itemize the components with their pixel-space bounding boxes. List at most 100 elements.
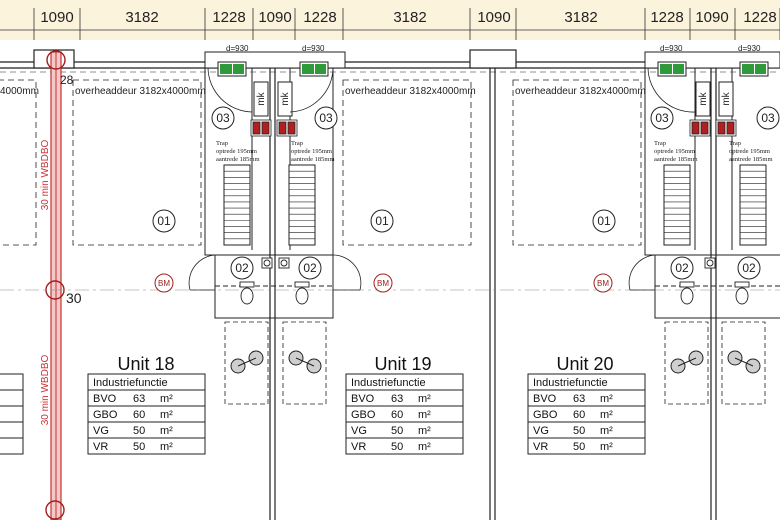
room-code: 01 (597, 214, 611, 228)
area-value: 50 (573, 425, 585, 437)
dim-9: 1228 (650, 9, 683, 26)
dim-6: 3182 (393, 9, 426, 26)
area-code: BVO (351, 393, 375, 405)
area-code: VG (93, 425, 109, 437)
overhead-door-label: overheaddeur 3182x4000mm (515, 86, 646, 97)
area-value: 63 (391, 393, 403, 405)
area-code: GBO (533, 409, 558, 421)
area-value: 63 (573, 393, 585, 405)
unit-title: Unit 18 (117, 354, 174, 374)
partial-unit-table (0, 373, 24, 455)
area-unit: m² (160, 425, 173, 437)
overhead-door-label: 4000mm (0, 86, 39, 97)
extinguisher-icon (689, 119, 711, 137)
door-width-1: d=930 (226, 44, 249, 53)
unit-title: Unit 20 (556, 354, 613, 374)
extinguisher-icon (276, 119, 298, 137)
extinguisher-icon (250, 119, 272, 137)
stair-note: aantrede 185mm (654, 156, 698, 163)
unit-function: Industriefunctie (533, 377, 608, 389)
meter-cabinet-label: mk (280, 91, 291, 105)
overhead-door-zones (0, 79, 642, 246)
area-code: GBO (93, 409, 118, 421)
area-code: VR (351, 441, 366, 453)
bike-parking (224, 321, 766, 405)
toilet-icon (734, 281, 750, 305)
sink-icon (261, 257, 273, 269)
fire-rating-label: 30 min WBDBO (40, 139, 51, 210)
toilet-icon (294, 281, 310, 305)
room-code: 02 (742, 261, 756, 275)
bicycle-icon (727, 350, 761, 374)
area-code: VG (533, 425, 549, 437)
dim-3: 1228 (212, 9, 245, 26)
stair-note: aantrede 185mm (729, 156, 773, 163)
stair-note: optrede 195mm (654, 148, 695, 155)
room-code: 03 (655, 111, 669, 125)
dim-4: 1090 (258, 9, 291, 26)
unit-area-table (345, 373, 464, 455)
area-value: 50 (133, 441, 145, 453)
toilet-icon (679, 281, 695, 305)
unit-function: Industriefunctie (351, 377, 426, 389)
unit-area-table (527, 373, 646, 455)
stair-note: Trap (729, 140, 741, 147)
room-tags (152, 106, 780, 280)
area-unit: m² (600, 393, 613, 405)
area-unit: m² (160, 393, 173, 405)
dimension-band (0, 0, 780, 40)
room-code: 02 (235, 261, 249, 275)
room-code: 01 (375, 214, 389, 228)
bm-markers (154, 273, 613, 293)
stair-note: aantrede 185mm (291, 156, 335, 163)
grid-label: 28 (60, 73, 74, 87)
unit-function: Industriefunctie (93, 377, 168, 389)
bicycle-icon (670, 350, 704, 374)
area-value: 60 (133, 409, 145, 421)
area-unit: m² (418, 441, 431, 453)
overhead-door-label: overheaddeur 3182x4000mm (75, 86, 206, 97)
exit-sign-icon (217, 61, 247, 77)
room-code: 03 (761, 111, 775, 125)
dim-10: 1090 (695, 9, 728, 26)
room-code: 02 (675, 261, 689, 275)
bicycle-icon (288, 350, 322, 374)
dim-11: 1228 (743, 9, 776, 26)
facade-wall (0, 49, 780, 73)
extinguisher-icons (250, 119, 737, 137)
stairs (223, 164, 767, 246)
sink-icon (278, 257, 290, 269)
area-code: VR (93, 441, 108, 453)
area-value: 60 (573, 409, 585, 421)
door-swings (188, 67, 696, 291)
exit-sign-icon (657, 61, 687, 77)
area-value: 50 (133, 425, 145, 437)
stair-note: Trap (654, 140, 666, 147)
dim-8: 3182 (564, 9, 597, 26)
stair-note: optrede 195mm (216, 148, 257, 155)
area-value: 63 (133, 393, 145, 405)
bicycle-icon (230, 350, 264, 374)
room-code: 03 (216, 111, 230, 125)
stair-flight (739, 164, 767, 246)
area-unit: m² (600, 425, 613, 437)
dimension-lines (0, 8, 780, 40)
area-value: 50 (391, 441, 403, 453)
area-value: 50 (573, 441, 585, 453)
area-unit: m² (418, 425, 431, 437)
area-unit: m² (160, 409, 173, 421)
dim-1: 1090 (40, 9, 73, 26)
stair-note: Trap (216, 140, 228, 147)
area-code: GBO (351, 409, 376, 421)
door-width-2: d=930 (302, 44, 325, 53)
room-code: 03 (319, 111, 333, 125)
bm-label: BM (597, 279, 609, 288)
dim-2: 3182 (125, 9, 158, 26)
meter-cabinets (253, 81, 734, 117)
grid-label: 30 (66, 290, 82, 306)
meter-cabinet-label: mk (721, 91, 732, 105)
area-code: VG (351, 425, 367, 437)
